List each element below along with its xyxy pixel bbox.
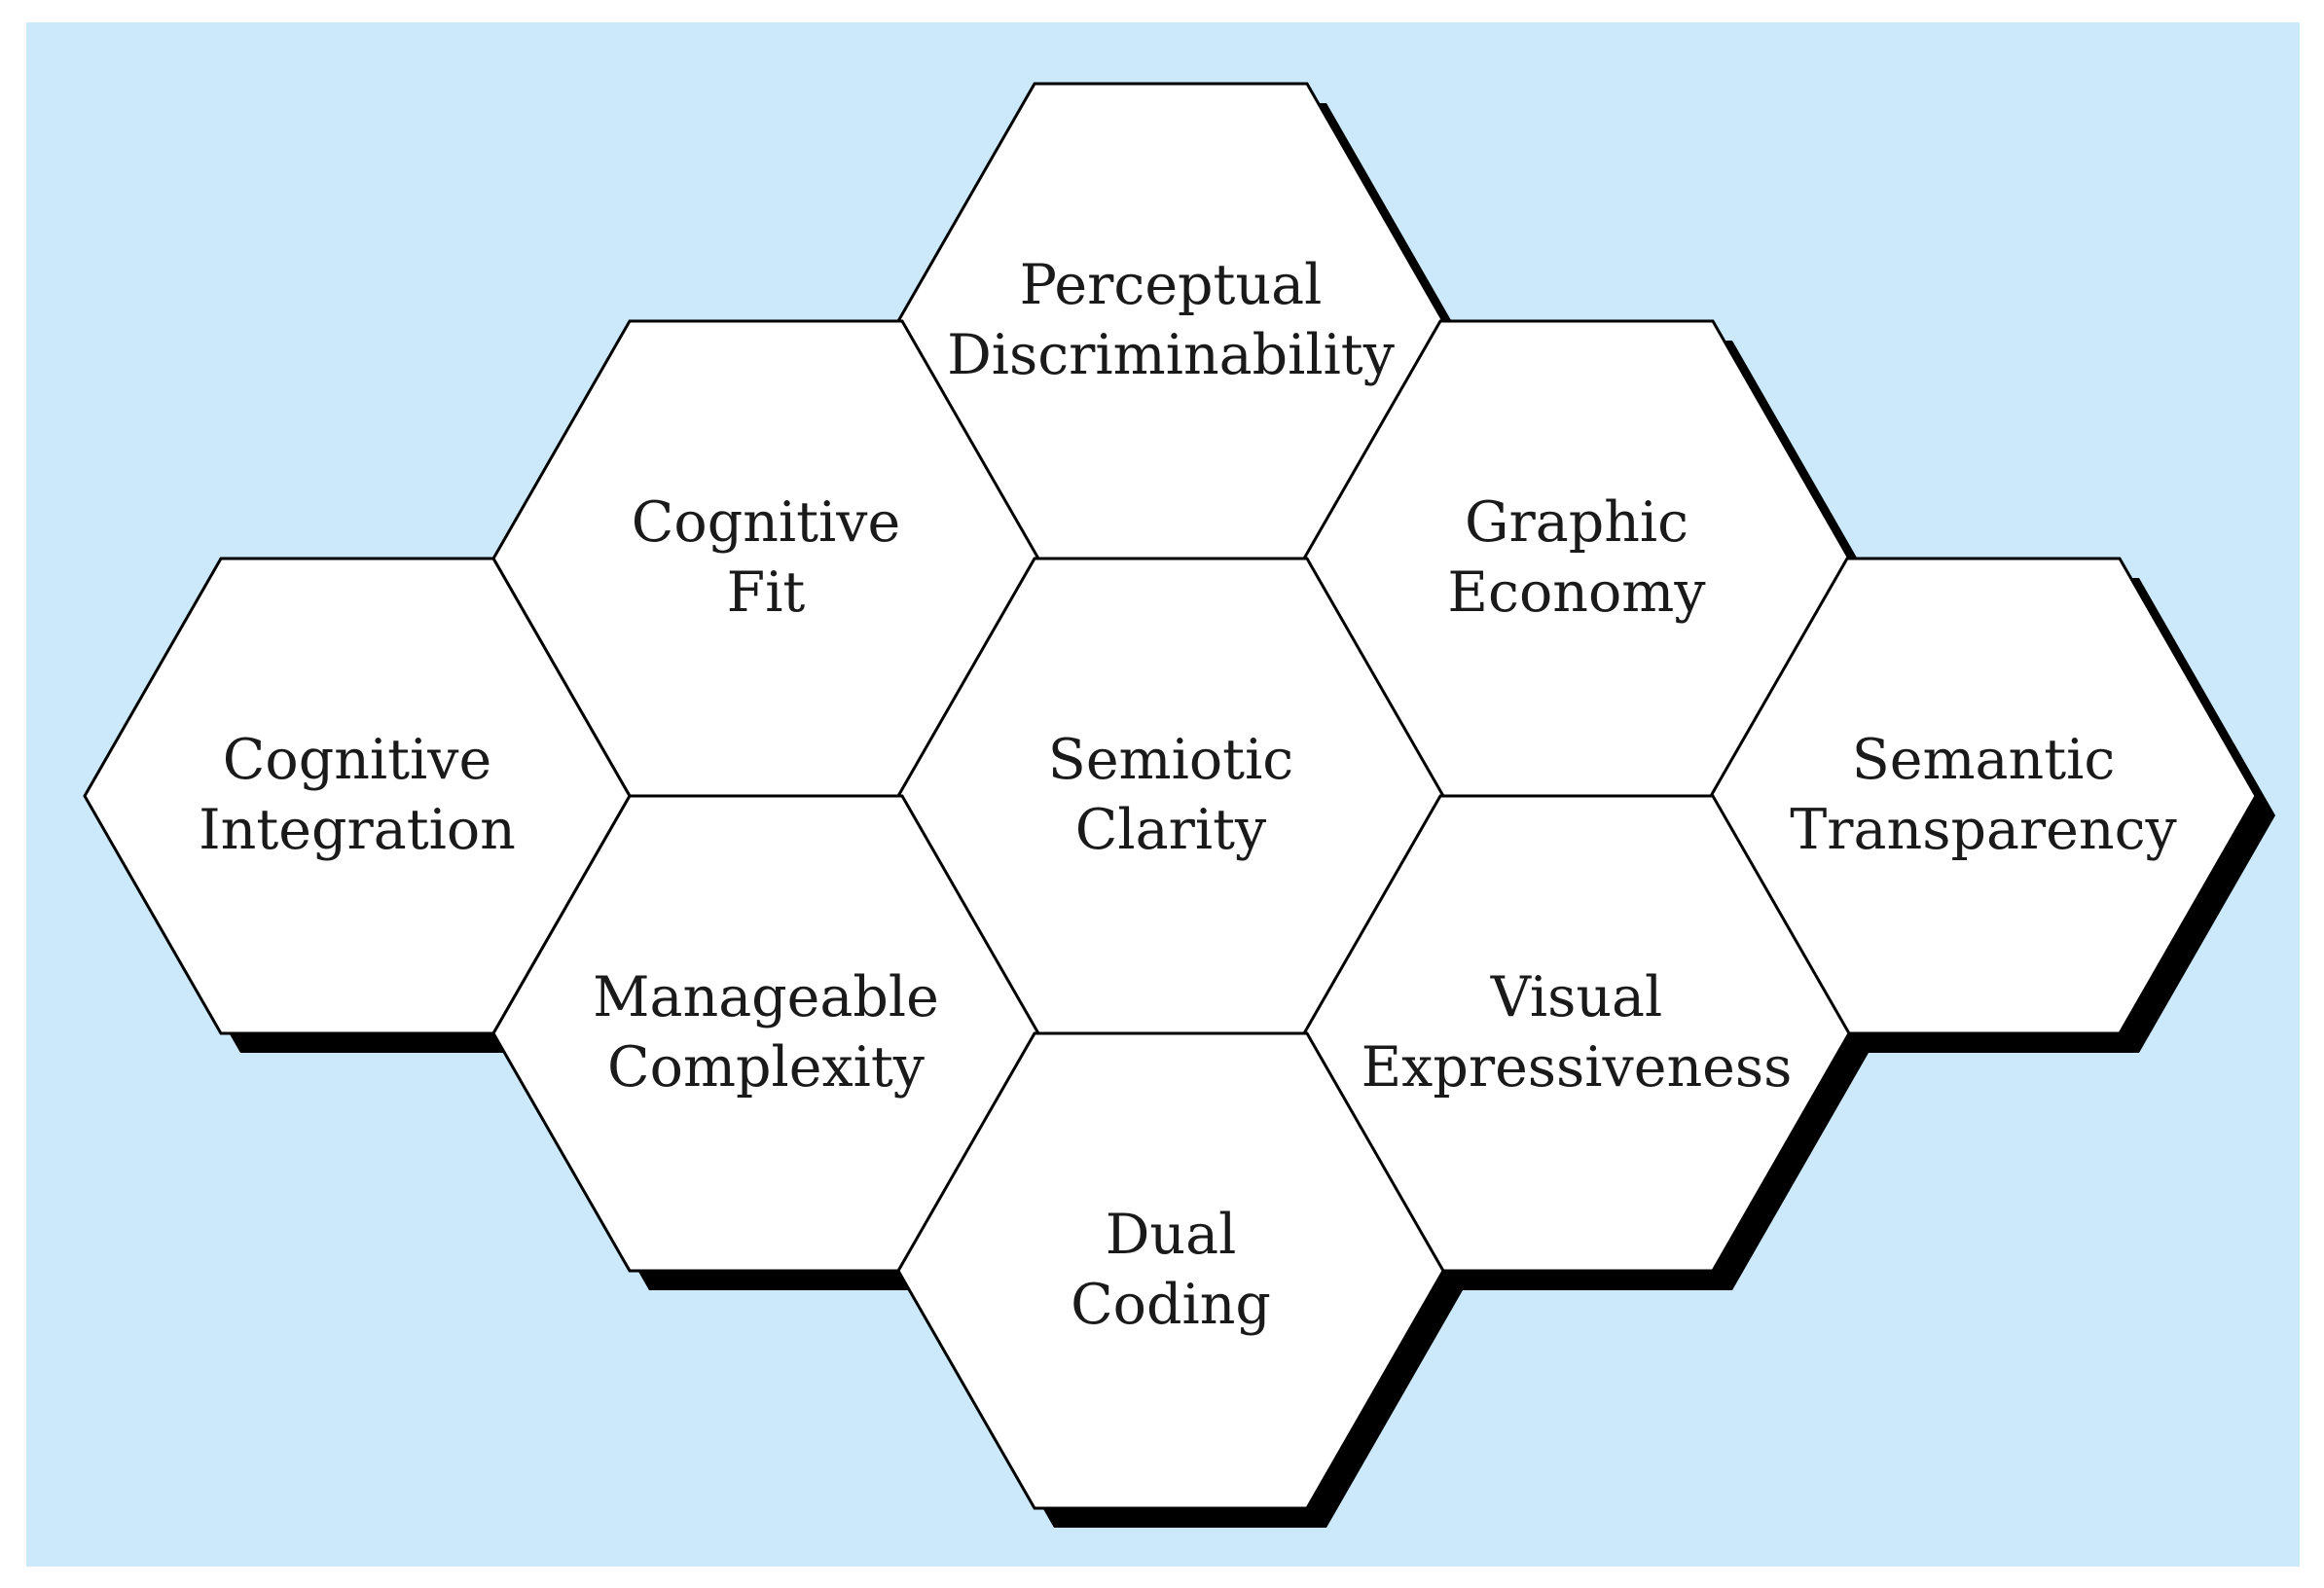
semantic-transparency-label-line: Semantic <box>1852 728 2116 792</box>
dual-coding-label-line: Coding <box>1071 1273 1271 1337</box>
perceptual-discriminability-label-line: Discriminability <box>947 323 1396 387</box>
hexagon-layer <box>83 82 2258 1510</box>
semiotic-clarity-label-line: Clarity <box>1075 798 1267 862</box>
dual-coding-hexagon <box>896 1031 1445 1510</box>
cognitive-integration-label-line: Integration <box>199 798 516 862</box>
visual-expressiveness-label-line: Expressiveness <box>1362 1035 1793 1100</box>
cognitive-fit-label-line: Cognitive <box>632 490 900 555</box>
graphic-economy-label-line: Economy <box>1447 560 1706 625</box>
visual-expressiveness-label-line: Visual <box>1490 965 1663 1029</box>
cognitive-integration-label-line: Cognitive <box>223 728 491 792</box>
semantic-transparency-label-line: Transparency <box>1790 798 2177 862</box>
graphic-economy-label-line: Graphic <box>1465 490 1689 555</box>
perceptual-discriminability-label-line: Perceptual <box>1020 253 1323 317</box>
manageable-complexity-label-line: Manageable <box>593 965 939 1029</box>
semiotic-clarity-label-line: Semiotic <box>1048 728 1293 792</box>
dual-coding-label-line: Dual <box>1106 1203 1237 1267</box>
cognitive-fit-label-line: Fit <box>727 560 806 625</box>
manageable-complexity-label-line: Complexity <box>607 1035 926 1100</box>
